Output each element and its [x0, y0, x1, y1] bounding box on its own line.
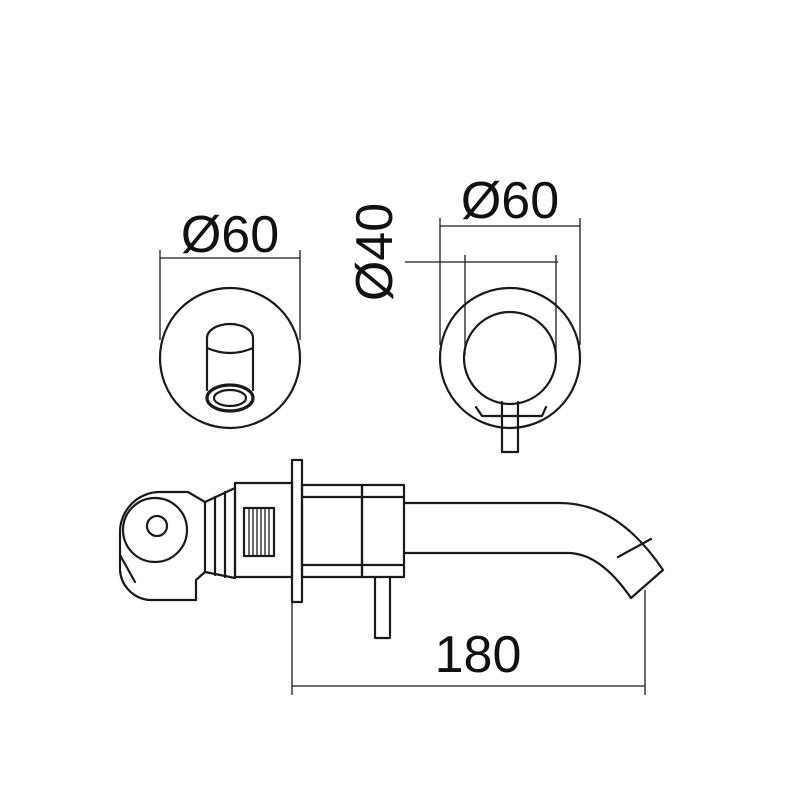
- wall-flange: [290, 458, 304, 604]
- valve-outlet-ring: [121, 496, 189, 564]
- thread-section: [242, 506, 276, 558]
- spout-wall-plate: [158, 286, 302, 430]
- spout-body-shading: [205, 346, 255, 355]
- mixer-lever-side: [373, 575, 392, 640]
- front-view-spout: [158, 286, 302, 430]
- spout-side: [402, 501, 665, 600]
- mixer-lever: [500, 400, 520, 454]
- label-handle-diameter: Ø40: [346, 203, 404, 301]
- mixer-shank: [300, 483, 364, 579]
- dim-front-right-diameter: Ø60: [439, 172, 581, 345]
- spout-aerator: [205, 383, 255, 413]
- mixer-handle-side: [360, 483, 406, 579]
- mixer-handle-body: [462, 310, 558, 406]
- mixer-lever-bracket: [474, 405, 548, 418]
- dim-handle-diameter: Ø40: [346, 203, 558, 355]
- dim-front-left-diameter: Ø60: [159, 206, 301, 340]
- mixer-wall-plate: [438, 286, 582, 430]
- valve-connector: [203, 486, 237, 580]
- valve-outlet-hole: [145, 514, 169, 538]
- spout-aerator-inner: [212, 388, 248, 408]
- front-view-mixer: [438, 286, 582, 454]
- label-side-length: 180: [435, 626, 522, 684]
- label-front-right-diameter: Ø60: [461, 172, 559, 230]
- valve-body: [118, 490, 207, 602]
- dim-side-length: 180: [291, 590, 646, 695]
- label-front-left-diameter: Ø60: [181, 206, 279, 264]
- side-view: [118, 458, 665, 640]
- spout-body: [205, 322, 255, 392]
- spout-tip-edge: [616, 537, 653, 559]
